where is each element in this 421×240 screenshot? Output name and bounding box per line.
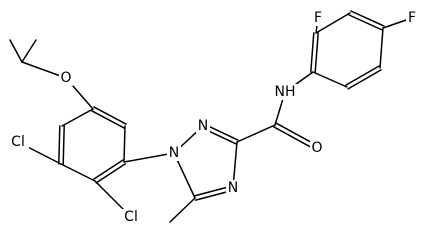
atom-n4: N (226, 180, 240, 196)
bond-ba-bb-a (314, 32, 319, 73)
atom-nh-text: NH (275, 84, 296, 100)
atom-f-ortho-text: F (314, 10, 322, 26)
bond-ac-n1 (123, 152, 175, 163)
atom-n1-text: N (169, 145, 179, 161)
bond-ba-bb-b (310, 32, 315, 73)
bond-bc-bd-a (348, 14, 383, 31)
bond-bc-bd-b (350, 10, 385, 27)
atom-n2: N (196, 118, 210, 134)
atom-labels: O Cl Cl N N N O NH (7, 10, 418, 225)
bond-ae-af-b (58, 125, 61, 165)
bond-ab-ac (123, 125, 126, 163)
atom-cl-lower-text: Cl (124, 209, 138, 225)
atom-cl-upper-text: Cl (11, 134, 25, 150)
atom-f-para-text: F (408, 10, 416, 26)
bond-c3-cam (236, 124, 276, 143)
atom-f-ortho: F (312, 10, 324, 26)
bond-ad-ae (60, 163, 96, 182)
atom-cl-upper: Cl (7, 134, 29, 150)
bond-aa-ab-b (93, 106, 127, 125)
atom-o-ether: O (59, 70, 73, 86)
bond-bd-be (379, 27, 384, 69)
bonds (9, 10, 413, 223)
bond-be-bf-a (345, 65, 380, 86)
bond-af-aa (61, 108, 94, 127)
atom-o-ether-text: O (60, 70, 71, 86)
atom-n2-text: N (198, 118, 208, 134)
bond-c5-me5 (169, 197, 196, 223)
bond-ich-o (21, 61, 67, 79)
atom-n1: N (167, 145, 181, 161)
bond-ae-af-a (62, 125, 65, 165)
atom-o-carbonyl-text: O (311, 140, 322, 156)
bond-be-bf-b (347, 69, 382, 90)
atom-cl-lower: Cl (120, 209, 142, 225)
bond-bb-bc (315, 12, 351, 34)
atom-o-carbonyl: O (310, 140, 324, 156)
bond-aa-ab-a (91, 110, 125, 129)
atom-nh: NH (273, 84, 297, 100)
chemical-structure: O Cl Cl N N N O NH (7, 10, 418, 225)
atom-n4-text: N (228, 180, 238, 196)
bond-ac-ad-a (93, 159, 124, 180)
bond-ac-ad-b (95, 163, 126, 184)
bond-ime1-ich (9, 39, 23, 63)
atom-f-para: F (406, 10, 418, 26)
bond-bf-ba (312, 71, 348, 88)
bond-cam-oam-a (273, 126, 317, 151)
bond-ime2-ich (21, 39, 37, 63)
